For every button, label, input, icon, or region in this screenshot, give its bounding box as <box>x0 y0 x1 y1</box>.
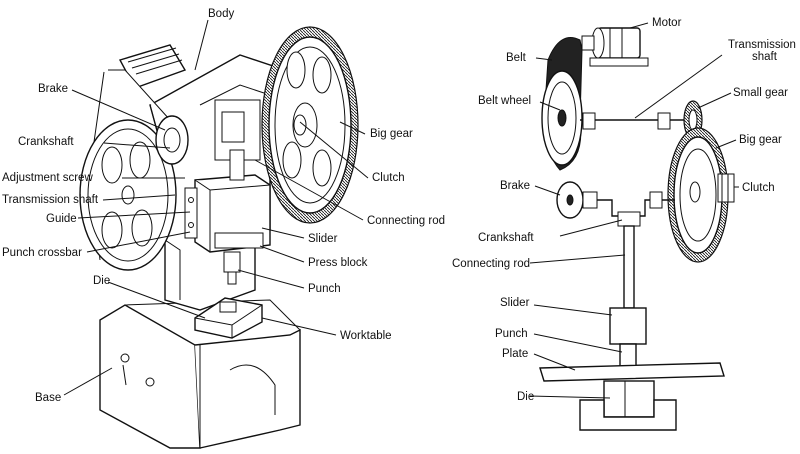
label-punch-crossbar: Punch crossbar <box>2 247 82 259</box>
label-punch: Punch <box>308 283 341 295</box>
label-transmission-shaft: Transmission shaft <box>2 194 99 206</box>
label-plate: Plate <box>502 348 528 360</box>
label-brake: Brake <box>38 83 68 95</box>
label-crankshaft: Crankshaft <box>18 136 74 148</box>
label-belt: Belt <box>506 52 527 64</box>
belt-wheel-part <box>541 70 583 166</box>
right-leader-lines <box>529 22 739 399</box>
label-press-block: Press block <box>308 257 368 269</box>
left-press-illustration: Body Brake Crankshaft Adjustment screw T… <box>2 8 445 449</box>
label-slider-right: Slider <box>500 297 530 309</box>
label-die-right: Die <box>517 391 534 403</box>
plate-part <box>539 362 725 382</box>
label-base: Base <box>35 392 61 404</box>
label-guide: Guide <box>46 213 77 225</box>
label-adjustment-screw: Adjustment screw <box>2 172 93 184</box>
right-schematic: Motor Belt Transmission shaft Belt wheel… <box>452 17 796 431</box>
motor-part <box>581 27 649 67</box>
label-clutch-right: Clutch <box>742 182 775 194</box>
label-big-gear-right: Big gear <box>739 134 782 146</box>
brake-part <box>556 181 598 219</box>
label-worktable: Worktable <box>340 330 392 342</box>
label-slider: Slider <box>308 233 338 245</box>
label-transmission-line1: Transmission <box>728 39 796 51</box>
label-small-gear: Small gear <box>733 87 788 99</box>
label-crankshaft-right: Crankshaft <box>478 232 534 244</box>
punch-part <box>223 251 241 285</box>
clutch-part <box>717 173 735 203</box>
big-gear-left <box>261 26 359 224</box>
slider-block <box>184 149 271 253</box>
die-worktable <box>194 297 263 339</box>
label-body: Body <box>208 8 234 20</box>
flywheel-belt-wheel <box>79 69 177 271</box>
label-belt-wheel: Belt wheel <box>478 95 531 107</box>
label-punch-right: Punch <box>495 328 528 340</box>
label-brake-right: Brake <box>500 180 530 192</box>
crankshaft-part <box>597 191 675 227</box>
label-motor: Motor <box>652 17 682 29</box>
die-part <box>579 380 677 431</box>
label-die: Die <box>93 275 110 287</box>
label-transmission-line2: shaft <box>752 51 778 63</box>
body-top-cylinder <box>118 44 187 89</box>
label-connecting-rod: Connecting rod <box>367 215 445 227</box>
brake-drum <box>155 115 189 165</box>
label-connecting-rod-right: Connecting rod <box>452 258 530 270</box>
big-gear-right <box>667 127 729 263</box>
label-clutch: Clutch <box>372 172 405 184</box>
left-leader-lines <box>63 19 369 396</box>
label-big-gear: Big gear <box>370 128 413 140</box>
